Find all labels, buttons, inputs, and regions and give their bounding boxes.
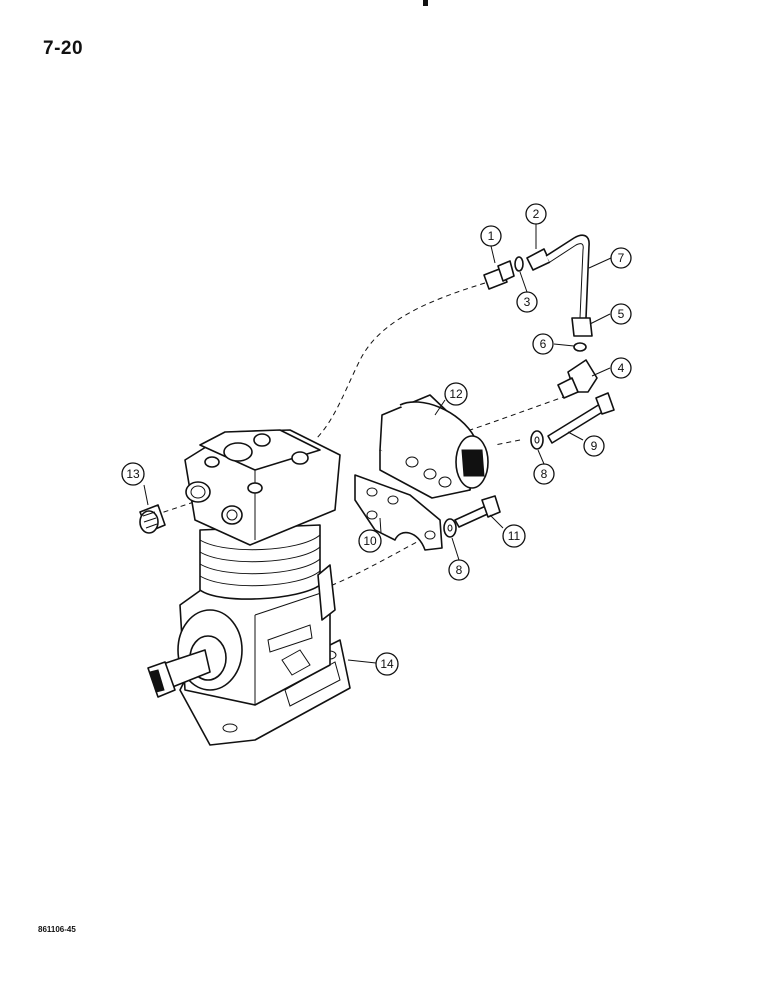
- washer-part-8-lower: [443, 518, 457, 538]
- callout-2: 2: [525, 203, 547, 225]
- bracket-part-10: [354, 474, 443, 551]
- bolt-part-11: [454, 495, 501, 528]
- callout-9: 9: [583, 435, 605, 457]
- callout-13: 13: [121, 462, 145, 486]
- callout-label: 6: [540, 337, 547, 351]
- plug-part-13: [139, 504, 166, 534]
- callout-label: 11: [508, 529, 521, 543]
- callout-1: 1: [480, 225, 502, 247]
- callout-label: 8: [456, 563, 463, 577]
- washer-part-8-upper: [530, 430, 544, 450]
- bolt-part-9: [547, 392, 615, 444]
- tube-part-7: [545, 234, 590, 319]
- callout-label: 14: [380, 657, 394, 671]
- callout-8-upper: 8: [533, 463, 555, 485]
- callout-label: 3: [524, 295, 531, 309]
- callout-3: 3: [516, 291, 538, 313]
- callout-8-lower: 8: [448, 559, 470, 581]
- callout-leaders: [143, 224, 612, 664]
- unloader-valve-part-12: [379, 394, 489, 499]
- callout-4: 4: [610, 357, 632, 379]
- callout-label: 8: [541, 467, 548, 481]
- nut-part-5: [571, 317, 593, 337]
- callout-label: 12: [449, 387, 463, 401]
- callout-label: 1: [488, 229, 495, 243]
- callout-label: 4: [618, 361, 625, 375]
- callout-label: 13: [126, 467, 140, 481]
- callout-14: 14: [375, 652, 399, 676]
- callout-label: 2: [533, 207, 540, 221]
- callout-label: 9: [591, 439, 598, 453]
- o-ring-part-6: [573, 342, 587, 352]
- page-number: 7-20: [43, 38, 84, 59]
- callout-6: 6: [532, 333, 554, 355]
- callout-12: 12: [444, 382, 468, 406]
- registration-mark: [423, 0, 428, 6]
- callout-10: 10: [358, 529, 382, 553]
- elbow-part-4: [557, 359, 598, 399]
- callout-7: 7: [610, 247, 632, 269]
- air-compressor-body: [147, 429, 351, 746]
- callout-label: 5: [618, 307, 625, 321]
- callout-11: 11: [502, 524, 526, 548]
- fitting-part-1: [483, 260, 515, 290]
- nut-part-2: [526, 248, 551, 271]
- o-ring-part-3: [514, 256, 524, 272]
- callout-label: 10: [363, 534, 377, 548]
- callout-5: 5: [610, 303, 632, 325]
- callout-label: 7: [618, 251, 625, 265]
- figure-code: 861106-45: [38, 925, 76, 934]
